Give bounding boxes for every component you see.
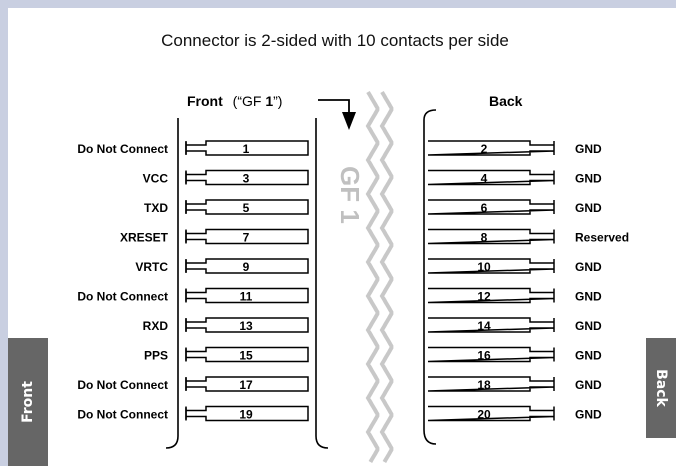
front-connector-body bbox=[165, 118, 329, 449]
back-pin-2 bbox=[427, 140, 555, 156]
back-pin-number: 12 bbox=[477, 290, 491, 304]
front-heading: Front (“GF 1”) bbox=[187, 93, 282, 109]
front-pin-number: 19 bbox=[239, 408, 253, 422]
back-pin-16 bbox=[427, 346, 555, 363]
back-pin-20 bbox=[427, 405, 555, 422]
back-pin-number: 8 bbox=[481, 231, 488, 245]
front-pin-number: 13 bbox=[239, 319, 253, 333]
back-pin-number: 10 bbox=[477, 260, 491, 274]
front-pin-number: 11 bbox=[240, 290, 253, 304]
arrow-icon bbox=[318, 99, 350, 116]
back-pin-8 bbox=[427, 228, 555, 245]
back-pin-number: 2 bbox=[481, 142, 488, 156]
front-pin-label: Do Not Connect bbox=[77, 378, 168, 392]
diagram-title: Connector is 2-sided with 10 contacts pe… bbox=[161, 31, 509, 50]
back-pin-label: GND bbox=[575, 172, 602, 186]
front-pin-number: 1 bbox=[243, 142, 250, 156]
back-connector-body bbox=[423, 109, 437, 445]
back-pin-14 bbox=[427, 317, 555, 333]
front-heading-number: 1 bbox=[265, 93, 273, 109]
back-pin-12 bbox=[427, 287, 555, 304]
back-pin-label: Reserved bbox=[575, 231, 629, 245]
arrow-head bbox=[342, 112, 356, 130]
front-pin-label: XRESET bbox=[120, 231, 169, 245]
back-pin-label: GND bbox=[575, 142, 602, 156]
front-heading-label: Front bbox=[187, 93, 223, 109]
back-pin-label: GND bbox=[575, 260, 602, 274]
back-pin-label: GND bbox=[575, 408, 602, 422]
back-heading: Back bbox=[489, 93, 523, 109]
diagram-panel bbox=[8, 8, 676, 466]
front-pin-number: 3 bbox=[243, 172, 250, 186]
back-pin-label: GND bbox=[575, 319, 602, 333]
front-pin-label: Do Not Connect bbox=[77, 290, 168, 304]
back-pin-number: 14 bbox=[477, 319, 491, 333]
back-side-tab-label: Back bbox=[653, 369, 670, 407]
front-pin-number: 15 bbox=[239, 349, 253, 363]
wave-separator-right bbox=[379, 90, 394, 463]
front-pin-label: VRTC bbox=[135, 260, 168, 274]
back-pin-label: GND bbox=[575, 378, 602, 392]
back-pin-label: GND bbox=[575, 290, 602, 304]
back-pin-number: 16 bbox=[477, 349, 491, 363]
front-pin-label: Do Not Connect bbox=[77, 142, 168, 156]
front-pin-number: 5 bbox=[243, 201, 250, 215]
front-pin-label: RXD bbox=[143, 319, 169, 333]
back-pin-label: GND bbox=[575, 201, 602, 215]
front-pin-label: VCC bbox=[143, 172, 169, 186]
back-pin-number: 4 bbox=[481, 172, 488, 186]
back-pin-number: 18 bbox=[477, 378, 491, 392]
back-pin-6 bbox=[427, 199, 555, 215]
pin-rows: 1 Do Not Connect 3 VCC 5 TXD 7 XRESET 9 VRTC 11 Do … bbox=[77, 140, 629, 422]
back-pin-number: 20 bbox=[477, 408, 491, 422]
front-pin-number: 17 bbox=[239, 378, 253, 392]
back-pin-10 bbox=[427, 258, 555, 274]
wave-separator-left bbox=[365, 90, 380, 463]
back-pin-number: 6 bbox=[481, 201, 488, 215]
back-pin-18 bbox=[427, 376, 555, 392]
front-pin-label: PPS bbox=[144, 349, 168, 363]
front-heading-close: ”) bbox=[273, 93, 282, 109]
front-heading-open: (“GF bbox=[233, 93, 266, 109]
front-side-tab-label: Front bbox=[20, 381, 37, 423]
front-side-tab: Front bbox=[8, 338, 48, 466]
front-pin-label: Do Not Connect bbox=[77, 408, 168, 422]
board-mark: GF 1 bbox=[335, 166, 365, 224]
front-pin-number: 9 bbox=[243, 260, 250, 274]
front-pin-label: TXD bbox=[144, 201, 168, 215]
back-pin-4 bbox=[427, 169, 555, 186]
back-side-tab: Back bbox=[646, 338, 676, 438]
back-pin-label: GND bbox=[575, 349, 602, 363]
front-pin-number: 7 bbox=[243, 231, 250, 245]
